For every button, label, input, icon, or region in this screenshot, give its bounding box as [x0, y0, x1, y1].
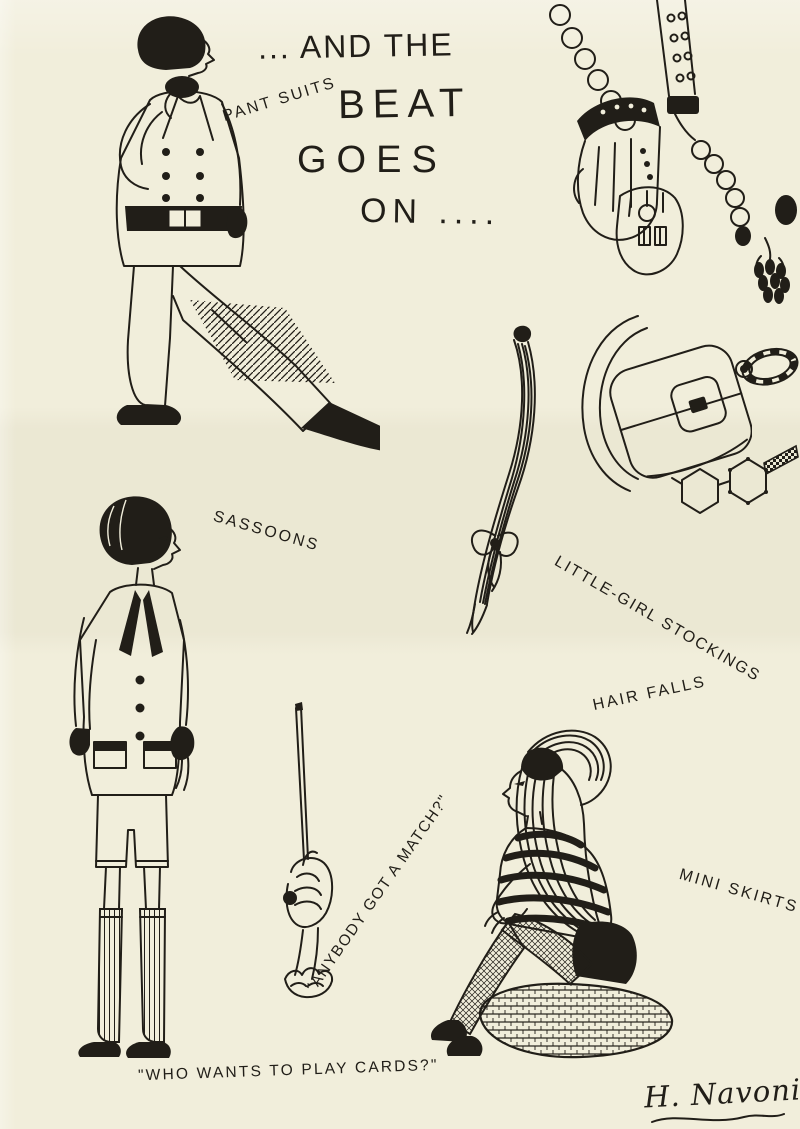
headline-line-4: ON .... [359, 191, 501, 233]
bead-strand-icon [691, 140, 797, 246]
hexagon-glasses-illustration [671, 444, 799, 514]
headline-line-3: GOES [297, 139, 447, 181]
shorts-suit-figure-illustration [69, 496, 195, 1058]
shoulder-bag-illustration [581, 315, 752, 492]
artist-signature: H. Navonis [643, 1071, 800, 1115]
woven-mat-icon [478, 982, 674, 1059]
shorts-suit-figure [69, 496, 195, 1058]
watchband-strap-icon [656, 0, 699, 141]
hair-fall-icon [466, 325, 536, 635]
hair-fall-illustration [466, 325, 536, 635]
hand-holding-match-illustration [283, 702, 334, 999]
cluster-earrings-icon [754, 237, 790, 304]
long-glove-icon [573, 97, 661, 241]
bangle-watch-illustration [735, 347, 799, 386]
hand-holding-match-icon [283, 702, 334, 999]
label-mini-skirts: MINI SKIRTS [677, 866, 800, 917]
seated-girl-figure [430, 729, 637, 1056]
signature-flourish [651, 1113, 785, 1123]
accessories-illustration [549, 0, 797, 304]
ground-shadow-hatch [190, 300, 335, 383]
pant-suit-figure-illustration [115, 16, 380, 451]
hexagon-glasses-icon [671, 444, 799, 514]
pant-suit-figure [115, 16, 380, 451]
label-little-girl-stockings: LITTLE-GIRL STOCKINGS [551, 553, 764, 686]
driving-glove-icon [615, 186, 684, 276]
bangle-watch-icon [735, 347, 799, 386]
shoulder-bag-icon [581, 315, 752, 492]
seated-girl-illustration [430, 729, 674, 1059]
label-hair-falls: HAIR FALLS [591, 673, 708, 715]
